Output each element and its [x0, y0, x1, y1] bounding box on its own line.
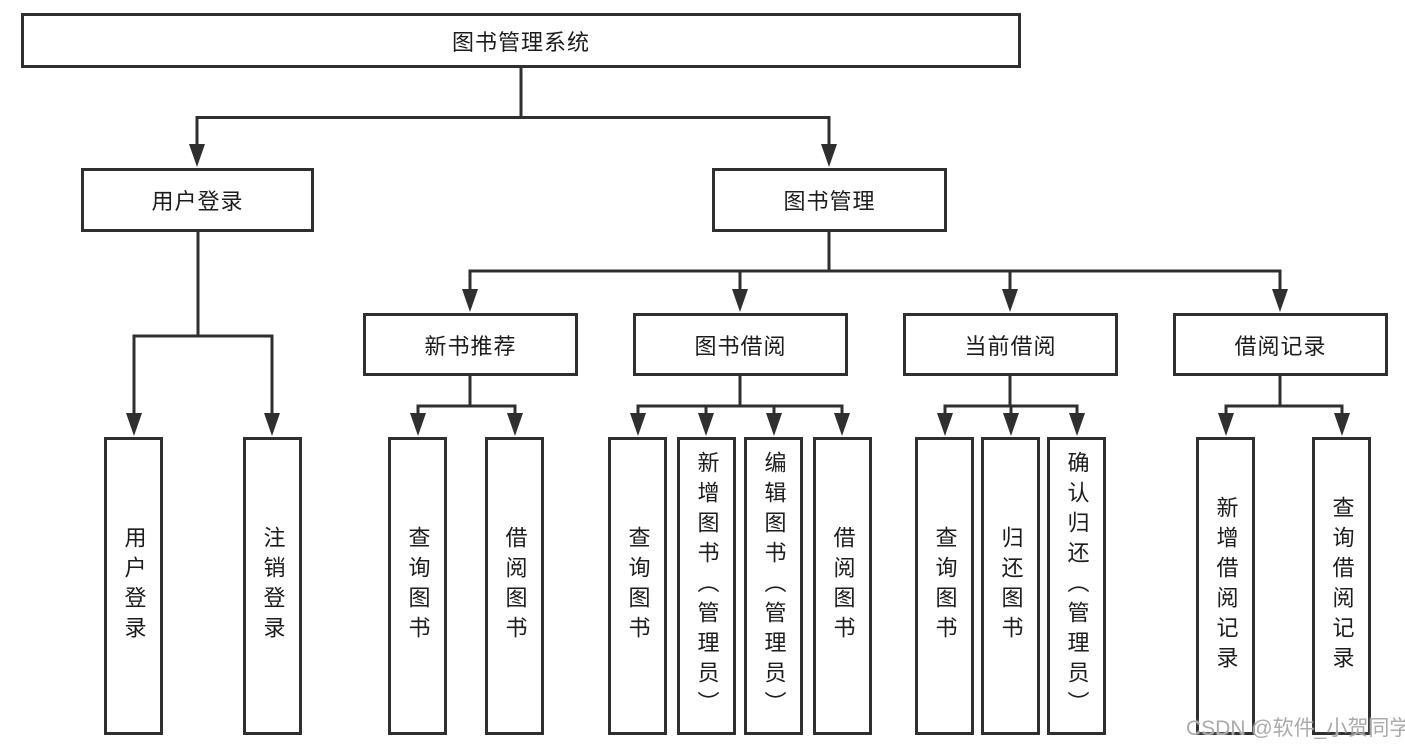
leaf-label: 新增借阅记录 — [1213, 496, 1239, 676]
node-label: 图书借阅 — [694, 333, 787, 359]
arrowhead — [126, 413, 142, 436]
leaf-label: 编辑图书（管理员） — [761, 451, 787, 721]
node-label: 用户登录 — [151, 189, 244, 214]
leaf-add-book-admin: 新增图书（管理员） — [677, 437, 736, 735]
watermark: CSDN @软件_小贺同学 — [1186, 717, 1405, 740]
arrowhead — [410, 413, 426, 436]
leaf-label: 归还图书 — [998, 526, 1024, 646]
node-label: 图书管理系统 — [451, 29, 590, 55]
leaf-user-login: 用户登录 — [104, 437, 163, 735]
leaf-label: 查询借阅记录 — [1329, 496, 1355, 676]
arrowhead — [821, 144, 837, 167]
leaf-label: 查询图书 — [932, 526, 958, 646]
arrowhead — [698, 413, 714, 436]
node-current-borrow: 当前借阅 — [903, 313, 1118, 376]
node-book-borrow: 图书借阅 — [633, 313, 848, 376]
arrowhead — [507, 413, 523, 436]
node-label: 当前借阅 — [964, 333, 1057, 359]
leaf-query-borrow-record: 查询借阅记录 — [1312, 437, 1371, 735]
leaf-label: 查询图书 — [625, 526, 651, 646]
node-label: 借阅记录 — [1234, 333, 1327, 359]
arrowhead — [1272, 289, 1288, 312]
leaf-label: 借阅图书 — [830, 526, 856, 646]
arrowhead — [1334, 413, 1350, 436]
connector-book-management-children — [462, 232, 1288, 312]
leaf-label: 查询图书 — [405, 526, 431, 646]
leaf-logout: 注销登录 — [243, 437, 302, 735]
node-label: 新书推荐 — [424, 333, 517, 359]
connector-current-borrow-children — [937, 376, 1085, 436]
node-new-book-recommend: 新书推荐 — [363, 313, 578, 376]
leaf-edit-book-admin: 编辑图书（管理员） — [744, 437, 803, 735]
arrowhead — [1003, 413, 1019, 436]
node-label: 图书管理 — [783, 189, 876, 214]
arrowhead — [462, 289, 478, 312]
node-user-login: 用户登录 — [81, 168, 314, 232]
arrowhead — [732, 289, 748, 312]
arrowhead — [189, 144, 205, 167]
arrowhead — [1069, 413, 1085, 436]
arrowhead — [766, 413, 782, 436]
leaf-borrow-books-recommend: 借阅图书 — [485, 437, 544, 735]
leaf-add-borrow-record: 新增借阅记录 — [1196, 437, 1255, 735]
arrowhead — [1002, 289, 1018, 312]
connector-borrow-records-children — [1218, 376, 1350, 436]
node-book-management: 图书管理 — [712, 168, 947, 232]
leaf-query-books-borrow: 查询图书 — [608, 437, 667, 735]
arrowhead — [937, 413, 953, 436]
arrowhead — [834, 413, 850, 436]
leaf-label: 用户登录 — [121, 526, 147, 646]
arrowhead — [1218, 413, 1234, 436]
leaf-confirm-return-admin: 确认归还（管理员） — [1047, 437, 1106, 735]
arrowhead — [630, 413, 646, 436]
leaf-return-book: 归还图书 — [981, 437, 1040, 735]
leaf-query-books-current: 查询图书 — [915, 437, 974, 735]
connector-root-to-level2 — [189, 68, 837, 167]
leaf-label: 借阅图书 — [502, 526, 528, 646]
leaf-label: 确认归还（管理员） — [1064, 451, 1090, 721]
leaf-borrow-books: 借阅图书 — [813, 437, 872, 735]
connector-book-borrow-children — [630, 376, 850, 436]
connector-user-login-children — [126, 232, 280, 436]
connector-new-book-recommend-children — [410, 376, 523, 436]
node-borrow-records: 借阅记录 — [1173, 313, 1388, 376]
leaf-query-books-recommend: 查询图书 — [388, 437, 447, 735]
node-library-system: 图书管理系统 — [21, 13, 1021, 68]
leaf-label: 新增图书（管理员） — [694, 451, 720, 721]
arrowhead — [264, 413, 280, 436]
leaf-label: 注销登录 — [260, 526, 286, 646]
